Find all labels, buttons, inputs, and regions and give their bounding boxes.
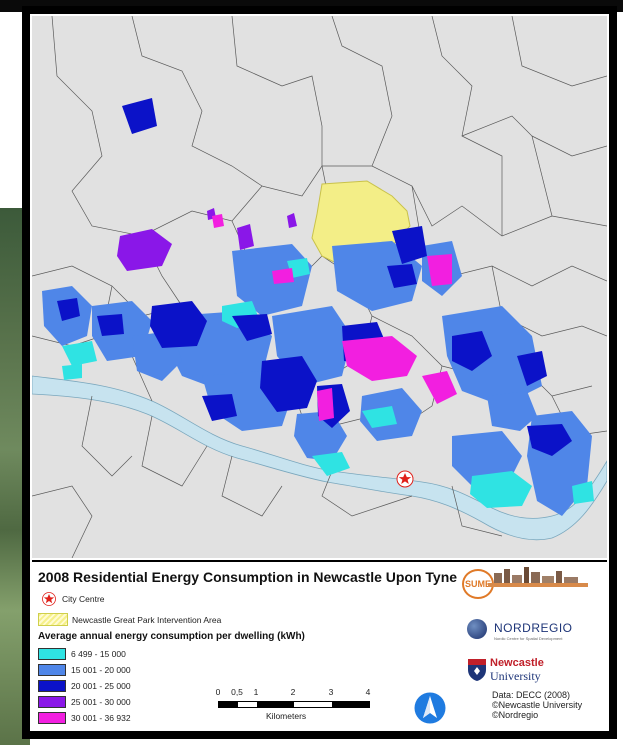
legend-class-label: 25 001 - 30 000	[71, 697, 131, 707]
scale-tick: 2	[290, 687, 296, 697]
map-canvas	[32, 16, 607, 558]
university-text: University	[490, 669, 541, 683]
credits: Data: DECC (2008) ©Newcastle University …	[492, 690, 582, 720]
legend-class-label: 20 001 - 25 000	[71, 681, 131, 691]
newcastle-text: Newcastle	[490, 657, 544, 669]
legend-class-3: 20 001 - 25 000	[38, 680, 131, 692]
legend-intervention-area: Newcastle Great Park Intervention Area	[38, 613, 221, 626]
nordregio-logo: NORDREGIO Nordic Centre for Spatial Deve…	[462, 617, 602, 647]
legend-class-label: 30 001 - 36 932	[71, 713, 131, 723]
legend-panel: 2008 Residential Energy Consumption in N…	[32, 560, 607, 731]
scale-bar: 0 0,5 1 2 3 4 Kilometers	[215, 687, 388, 727]
color-swatch	[38, 696, 66, 708]
color-swatch	[38, 712, 66, 724]
shield-icon	[468, 659, 486, 681]
scale-tick: 0	[215, 687, 221, 697]
legend-intervention-label: Newcastle Great Park Intervention Area	[72, 614, 222, 625]
energy-class-6499-15000	[62, 258, 594, 508]
legend-city-centre: City Centre	[42, 592, 105, 606]
scale-tick: 4	[365, 687, 371, 697]
north-arrow-icon	[414, 692, 446, 724]
legend-class-label: 6 499 - 15 000	[71, 649, 126, 659]
map-title: 2008 Residential Energy Consumption in N…	[38, 569, 458, 585]
credit-line: Data: DECC (2008)	[492, 690, 571, 700]
river-tyne	[32, 375, 607, 541]
legend-class-5: 30 001 - 36 932	[38, 712, 131, 724]
legend-class-4: 25 001 - 30 000	[38, 696, 131, 708]
scale-tick: 0,5	[231, 687, 243, 697]
legend-class-label: 15 001 - 20 000	[71, 665, 131, 675]
scale-tick: 3	[328, 687, 334, 697]
sume-logo-text: SUME	[462, 569, 494, 599]
scale-tick: 1	[253, 687, 259, 697]
color-swatch	[38, 664, 66, 676]
color-swatch	[38, 648, 66, 660]
energy-map[interactable]	[32, 16, 607, 558]
credit-line: ©Newcastle University	[492, 700, 583, 710]
energy-class-25001-30000	[117, 208, 297, 271]
legend-class-1: 6 499 - 15 000	[38, 648, 126, 660]
legend-class-2: 15 001 - 20 000	[38, 664, 131, 676]
nordregio-subtext: Nordic Centre for Spatial Development	[494, 636, 563, 641]
star-icon	[42, 592, 56, 606]
city-centre-marker[interactable]	[396, 470, 414, 488]
newcastle-university-logo: Newcastle University	[465, 654, 605, 684]
credit-line: ©Nordregio	[492, 710, 539, 720]
color-swatch	[38, 680, 66, 692]
hatch-swatch	[38, 613, 68, 626]
legend-subtitle: Average annual energy consumption per dw…	[38, 631, 305, 642]
ward-boundaries	[32, 16, 607, 558]
energy-class-30001-36932	[212, 214, 457, 421]
sume-logo: SUME	[462, 565, 602, 599]
scale-unit: Kilometers	[266, 711, 307, 721]
legend-city-centre-label: City Centre	[62, 594, 105, 604]
nordregio-text: NORDREGIO	[494, 621, 573, 635]
scale-bar-graphic	[218, 701, 370, 708]
city-skyline-icon	[488, 567, 588, 587]
globe-icon	[467, 619, 487, 639]
